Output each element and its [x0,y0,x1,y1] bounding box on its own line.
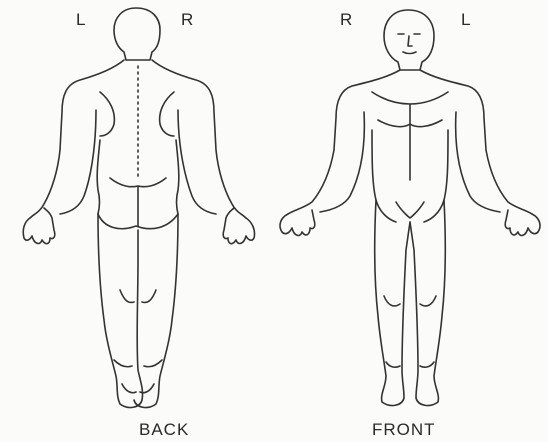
back-caption: BACK [139,420,189,440]
front-caption: FRONT [372,420,436,440]
back-right-side-label: R [181,10,194,30]
back-left-side-label: L [76,10,86,30]
front-left-side-label: L [461,10,471,30]
front-right-side-label: R [340,10,353,30]
